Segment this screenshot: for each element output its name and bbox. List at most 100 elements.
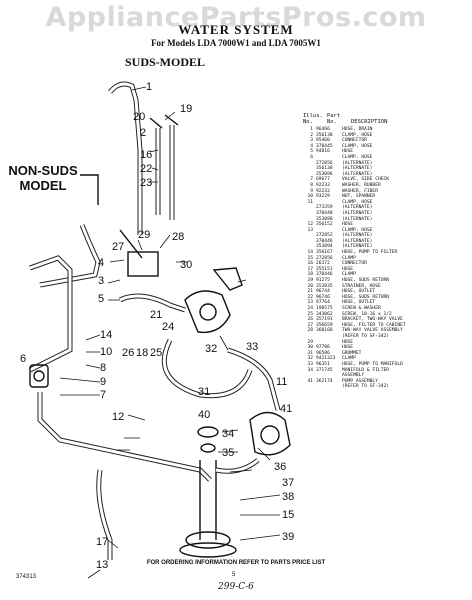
legend-part-no: 356152 [316,222,333,228]
callout-8: 8 [100,362,106,374]
legend-description: ASSEMBLY [342,373,365,379]
two-way-valve [184,290,231,334]
legend-description: HOSE, PUMP TO MANIFOLD [342,361,403,367]
legend-description: CLAMP, HOSE [342,143,373,149]
legend-description: (ALTERNATE) [342,244,373,250]
legend-illus-no: 30 [307,345,313,351]
legend-illus-no: 5 [310,149,313,155]
callout-20: 20 [133,111,145,123]
hdr-part-no: No. [327,119,337,125]
callout-25: 25 [150,347,162,359]
callout-14: 14 [100,329,112,341]
legend-description: HOSE [342,339,354,345]
legend-part-no: 272852 [316,233,333,239]
callout-38: 38 [282,491,294,503]
legend-illus-no: 34 [307,367,313,373]
callout-27: 27 [112,241,124,253]
legend-part-no: 95460 [316,138,330,144]
legend-description: CLAMP, HOSE [342,227,373,233]
callout-2: 2 [140,127,146,139]
callout-6: 6 [20,353,26,365]
callout-34: 34 [222,428,234,440]
legend-description: WASHER, RUBBER [342,182,381,188]
legend-description: CLAMP [342,272,356,278]
legend-description: HOSE [342,149,354,155]
legend-part-no: 94816 [316,149,330,155]
legend-illus-no: 8 [310,182,313,188]
legend-row: 356138(ALTERNATE) [303,166,469,172]
page-title: WATER SYSTEM [178,22,294,37]
legend-illus-no: 25 [307,311,313,317]
side-check-valve [29,364,49,388]
callout-4: 4 [98,257,104,269]
legend-description: SCREW, 10-16 x 1/2 [342,311,392,317]
legend-illus-no: 12 [307,222,313,228]
handwritten-note: 299-C-6 [218,582,254,592]
legend-part-no: 353096 [316,171,333,177]
callout-labels: 1 19 20 2 16 22 23 29 27 28 30 4 3 5 14 … [20,81,294,571]
legend-description: (REFER TO SF-342) [342,333,390,339]
callout-40: 40 [198,409,210,421]
legend-row: (REFER TO SF-342) [303,384,469,390]
legend-description: NUT, SPANNER [342,194,376,200]
watermark: AppliancePartsPros.com [45,2,427,33]
legend-row: 353098(ALTERNATE) [303,217,469,223]
legend-illus-no: 21 [307,289,313,295]
legend-part-no: 355151 [316,266,333,272]
callout-24: 24 [162,321,174,333]
legend-part-no: 26372 [316,261,330,267]
legend-illus-no: 17 [307,266,313,272]
legend-part-no: 357191 [316,317,333,323]
legend-description: (ALTERNATE) [342,210,373,216]
legend-description: CONNECTOR [342,261,367,267]
legend-description: PUMP ASSEMBLY [342,378,378,384]
callout-1: 1 [146,81,152,93]
legend-part-no: 356138 [316,166,333,172]
filter-column [199,460,217,540]
legend-part-no: 96351 [316,361,330,367]
ordering-info: FOR ORDERING INFORMATION REFER TO PARTS … [146,560,326,566]
legend-part-no: 370446 [316,238,333,244]
legend-row: 272852(ALTERNATE) [303,233,469,239]
callout-26: 26 [122,347,134,359]
legend-illus-no: 31 [307,350,313,356]
pump-assembly [249,411,291,456]
legend-part-no: 353835 [316,283,333,289]
legend-illus-no: 14 [307,250,313,256]
callout-16: 16 [140,149,152,161]
legend-description: (ALTERNATE) [342,205,373,211]
legend-illus-no: 1 [310,127,313,132]
legend-illus-no: 15 [307,255,313,261]
legend-description: HOSE [342,345,354,351]
legend-part-no: 92232 [316,188,330,194]
legend-illus-no: 18 [307,272,313,278]
legend-part-no: 353094 [316,244,333,250]
legend-illus-no [303,384,316,390]
legend-row: ASSEMBLY [303,373,469,379]
legend-description: HOSE [342,222,354,228]
legend-row: (REFER TO SF-342) [303,334,469,340]
callout-9: 9 [100,376,106,388]
callout-13: 13 [96,559,108,571]
legend-illus-no: 28 [307,328,313,334]
callout-19: 19 [180,103,192,115]
legend-description: HOSE, OUTLET [342,300,376,306]
callout-35: 35 [222,447,234,459]
legend-part-no: 97764 [316,300,330,306]
legend-description: HOSE, SUDS RETURN [342,294,390,300]
legend-description: (ALTERNATE) [342,216,373,222]
legend-description: TWO-WAY VALVE ASSEMBLY [342,328,403,334]
diagram-lines [28,81,291,579]
